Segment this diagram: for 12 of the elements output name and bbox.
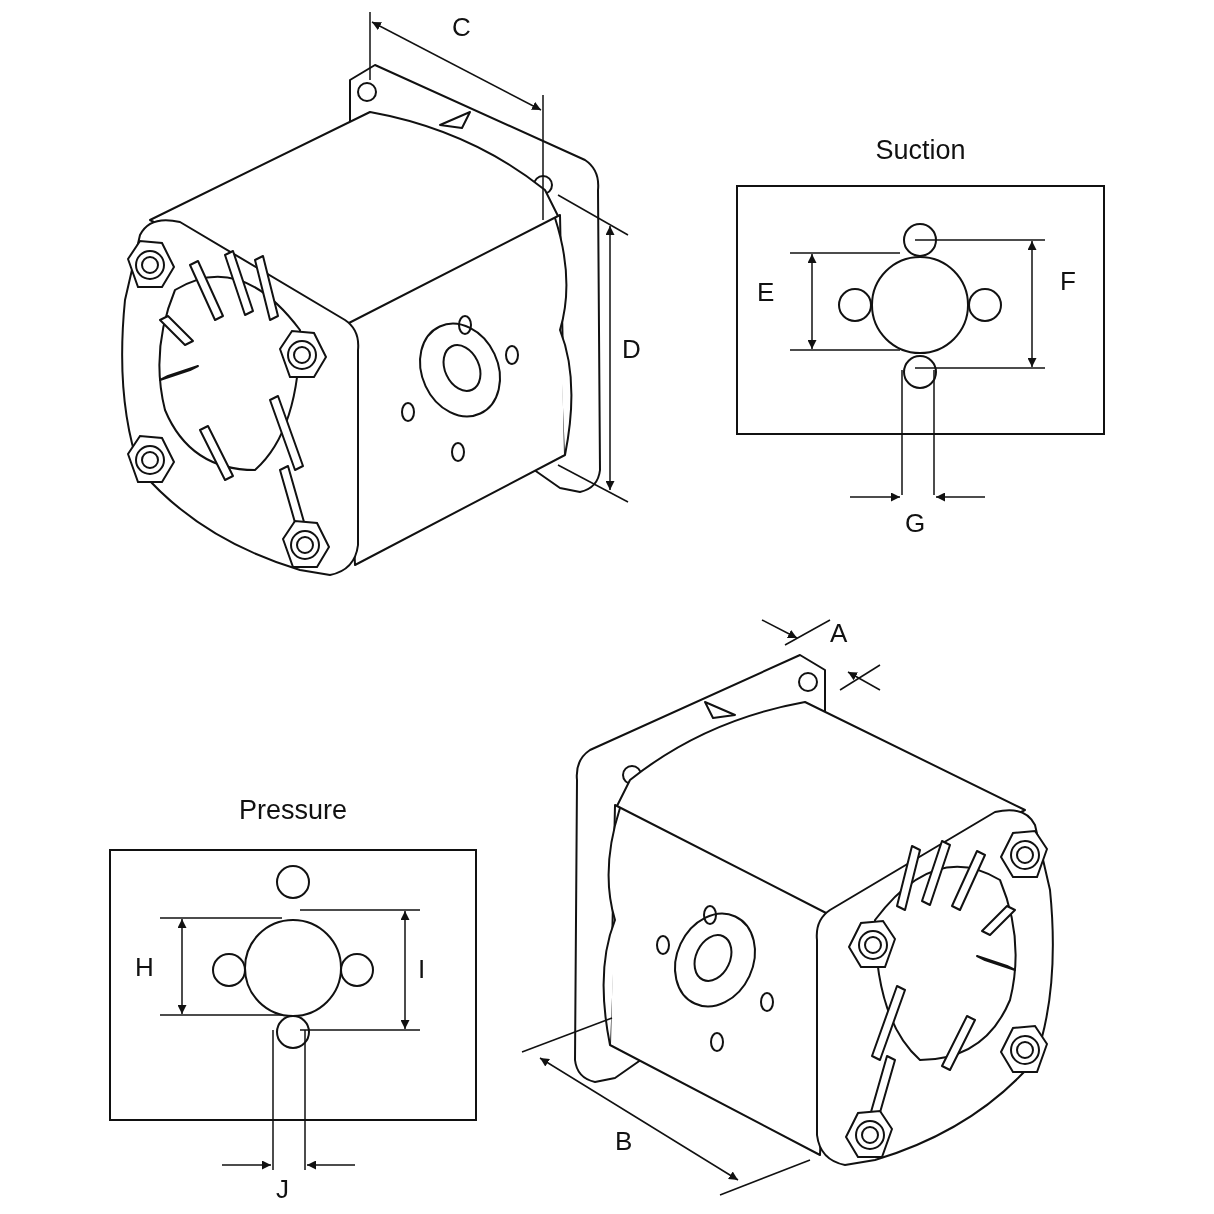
dimension-letter: G [905, 510, 926, 536]
dimension-letter: F [1060, 268, 1076, 294]
dimension-letter: J [276, 1176, 289, 1202]
dimension-letter: I [418, 956, 426, 982]
dimension-letter: D [622, 336, 641, 362]
panel-heading: Pressure [237, 797, 348, 824]
panel-heading: Suction [874, 137, 967, 164]
dimension-letter: A [830, 620, 848, 646]
dimension-letter: B [615, 1128, 633, 1154]
dimension-letter: H [135, 954, 154, 980]
dimension-letter: E [757, 279, 775, 305]
dimension-letter: C [452, 14, 471, 40]
